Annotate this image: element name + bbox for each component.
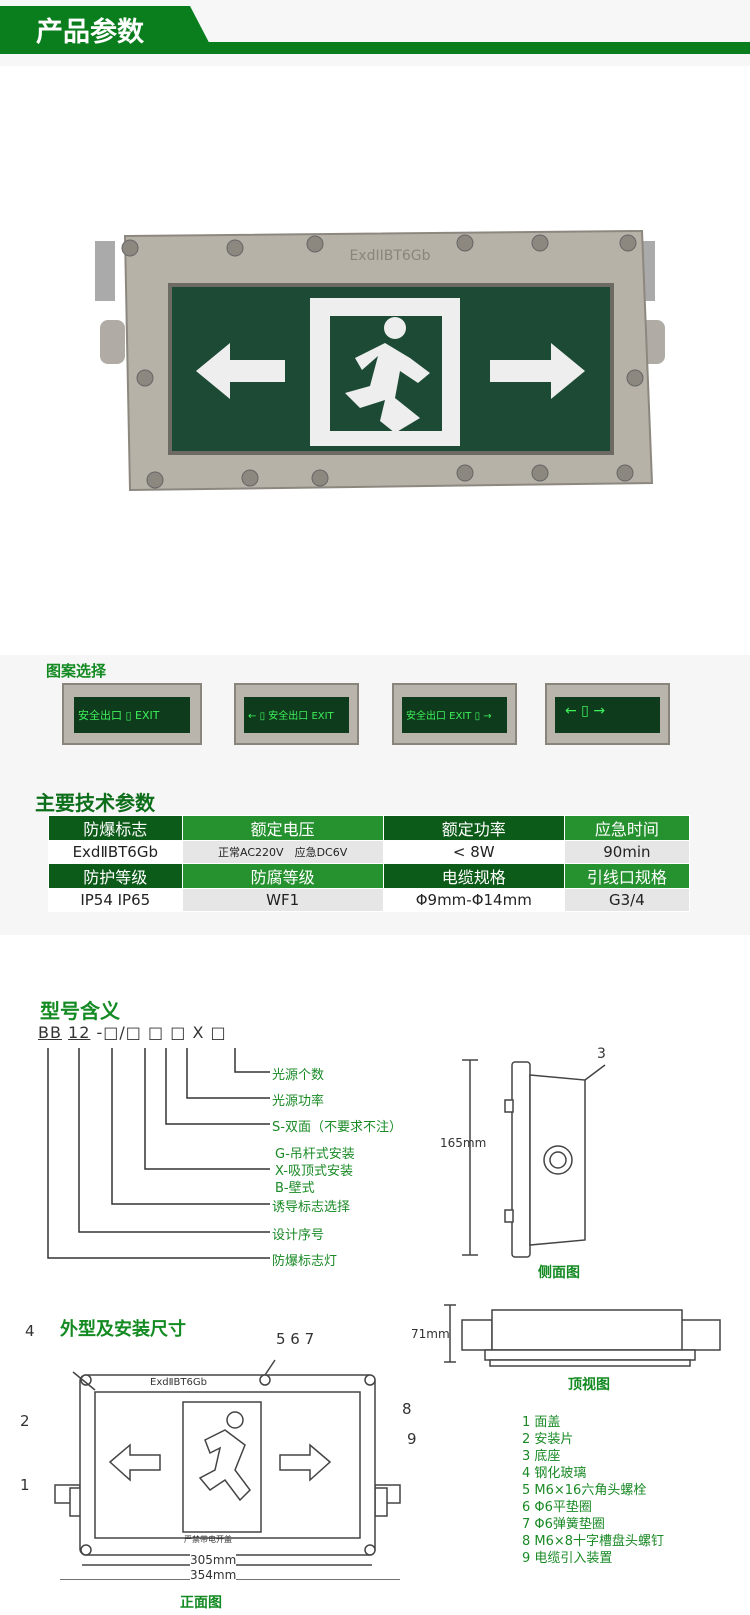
pattern-list: 安全出口 ▯ EXIT ← ▯ 安全出口 EXIT 安全出口 EXIT ▯ → … xyxy=(62,683,712,745)
table-cell: IP54 IP65 xyxy=(48,888,183,912)
model-label: 光源功率 xyxy=(272,1094,325,1109)
part-item: 3 底座 xyxy=(522,1449,561,1464)
table-cell: < 8W xyxy=(382,840,565,864)
code-part: □ xyxy=(170,1023,187,1042)
table-cell: WF1 xyxy=(181,888,384,912)
specs-title: 主要技术参数 xyxy=(35,791,155,815)
model-label: 光源个数 xyxy=(272,1068,325,1083)
table-row: 防护等级防腐等级电缆规格引线口规格 xyxy=(48,863,691,889)
page-title: 产品参数 xyxy=(36,17,144,48)
pattern-item[interactable]: ← ▯ 安全出口 EXIT xyxy=(234,683,359,745)
part-item: 2 安装片 xyxy=(522,1432,574,1447)
callout-8: 8 xyxy=(402,1400,412,1418)
table-header: 应急时间 xyxy=(563,815,691,841)
side-view-drawing xyxy=(462,1059,606,1258)
callout-4: 4 xyxy=(25,1322,35,1340)
code-part: □ xyxy=(210,1023,227,1042)
top-view-drawing xyxy=(444,1304,721,1367)
callout-3: 3 xyxy=(597,1046,606,1062)
front-view-caption: 正面图 xyxy=(180,1595,222,1611)
part-item: 1 面盖 xyxy=(522,1415,561,1430)
code-part: / xyxy=(119,1023,126,1042)
code-part: X xyxy=(192,1023,205,1042)
top-height-label: 71mm xyxy=(411,1327,450,1341)
side-view-caption: 侧面图 xyxy=(538,1265,580,1281)
code-part: □ xyxy=(125,1023,142,1042)
code-part: 12 xyxy=(68,1023,91,1042)
pattern-left: 安全出口 xyxy=(78,709,122,722)
pattern-item[interactable]: ← ▯ → xyxy=(545,683,670,745)
part-item: 4 钢化玻璃 xyxy=(522,1466,587,1481)
table-cell: ExdⅡBT6Gb xyxy=(48,840,183,864)
top-view-caption: 顶视图 xyxy=(568,1377,610,1393)
table-row: 防爆标志额定电压额定功率应急时间 xyxy=(48,815,691,841)
pattern-right: → xyxy=(593,703,606,719)
part-item: 8 M6×8十字槽盘头螺钉 xyxy=(522,1534,665,1549)
table-header: 引线口规格 xyxy=(563,863,691,889)
model-label: 防爆标志灯 xyxy=(272,1254,338,1269)
table-header: 电缆规格 xyxy=(382,863,565,889)
model-title: 型号含义 xyxy=(40,999,120,1023)
callout-1: 1 xyxy=(20,1476,30,1494)
pattern-left: ← xyxy=(565,703,577,719)
parts-list: 1 面盖 2 安装片 3 底座 4 钢化玻璃 5 M6×16六角头螺栓 6 Φ6… xyxy=(522,1414,664,1567)
model-code: BB 12 -□/□ □ □ X □ xyxy=(38,1023,227,1042)
model-label: G-吊杆式安装 xyxy=(275,1147,355,1162)
table-header: 防腐等级 xyxy=(181,863,384,889)
model-label: 诱导标志选择 xyxy=(272,1200,351,1215)
side-height-label: 165mm xyxy=(440,1136,487,1150)
pattern-title: 图案选择 xyxy=(46,662,107,680)
table-cell: 正常AC220V 应急DC6V xyxy=(181,840,384,864)
code-part: - xyxy=(96,1023,104,1042)
front-plate-label: ExdⅡBT6Gb xyxy=(150,1377,207,1388)
part-item: 7 Φ6弹簧垫圈 xyxy=(522,1517,605,1532)
table-cell: G3/4 xyxy=(563,888,691,912)
part-item: 5 M6×16六角头螺栓 xyxy=(522,1483,647,1498)
code-part: □ xyxy=(103,1023,120,1042)
model-label: X-吸顶式安装 xyxy=(275,1164,353,1179)
pattern-left: 安全出口 EXIT xyxy=(406,711,472,722)
outer-width-label: 354mm xyxy=(190,1568,237,1582)
part-item: 6 Φ6平垫圈 xyxy=(522,1500,592,1515)
header-tab xyxy=(0,6,215,54)
code-part: □ xyxy=(148,1023,165,1042)
callout-567: 5 6 7 xyxy=(276,1330,315,1348)
pattern-right: 安全出口 EXIT xyxy=(268,711,334,722)
table-header: 防护等级 xyxy=(48,863,183,889)
plate-text: ExdIIBT6Gb xyxy=(349,248,430,264)
model-label: 设计序号 xyxy=(272,1228,325,1243)
table-header: 防爆标志 xyxy=(48,815,183,841)
code-part: BB xyxy=(38,1023,62,1042)
callout-2: 2 xyxy=(20,1412,30,1430)
table-header: 额定功率 xyxy=(382,815,565,841)
table-header: 额定电压 xyxy=(181,815,384,841)
pattern-right: → xyxy=(483,711,492,722)
front-view-drawing xyxy=(54,1359,401,1580)
model-leader-lines xyxy=(47,1048,270,1259)
product-photo: ExdIIBT6Gb xyxy=(0,88,750,636)
front-view-title: 外型及安装尺寸 xyxy=(60,1319,186,1340)
pattern-left: ← xyxy=(248,711,257,722)
part-item: 9 电缆引入装置 xyxy=(522,1551,613,1566)
pattern-item[interactable]: 安全出口 ▯ EXIT xyxy=(62,683,202,745)
model-label: S-双面（不要求不注） xyxy=(272,1120,402,1135)
callout-9: 9 xyxy=(407,1430,417,1448)
inner-width-label: 305mm xyxy=(190,1553,237,1567)
front-bottom-text: 严禁带电开盖 xyxy=(184,1535,232,1544)
model-label: B-壁式 xyxy=(275,1181,315,1196)
table-cell: 90min xyxy=(563,840,691,864)
pattern-right: EXIT xyxy=(135,709,160,722)
pattern-item[interactable]: 安全出口 EXIT ▯ → xyxy=(392,683,517,745)
table-cell: Φ9mm-Φ14mm xyxy=(382,888,565,912)
